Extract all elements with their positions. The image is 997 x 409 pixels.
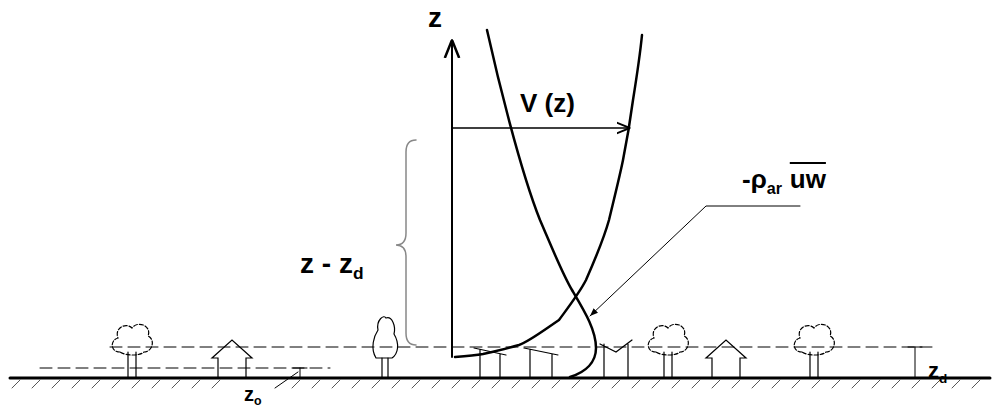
height-brace [396,140,416,345]
house-symbol [706,340,746,378]
symbol-text: V (z) [520,88,575,118]
tree-symbol [794,324,834,378]
zo-label: zo [244,384,262,408]
symbol-text: z [244,383,254,405]
symbol-text: z - z [300,248,353,279]
subscript-text: ar [767,179,782,197]
subscript-text: o [254,394,262,408]
house-symbol [212,340,252,378]
shear-stress-profile [487,30,596,377]
height-label: z - zd [300,250,364,282]
subscript-text: d [353,263,364,283]
tree-symbol [373,317,398,378]
symbol-text: uw [790,164,826,194]
zo-dimension [293,368,307,378]
velocity-arrow [452,127,630,129]
ground-hatch [12,380,980,388]
axis-label: z [428,4,442,32]
zo-leader-line [275,372,298,388]
zo-level-line [40,368,330,369]
zd-label: zd [928,360,947,385]
shed-symbol [524,348,558,378]
zd-level-line [110,347,935,348]
shed-symbol [474,348,506,378]
stress-label: -ρaruw [742,166,826,196]
symbol-text: z [428,2,442,33]
symbol-text: -ρ [742,164,767,194]
tree-symbol [648,324,688,378]
shed-symbol [600,340,632,378]
symbol-text: z [928,358,939,383]
z-axis [451,40,453,357]
velocity-profile [455,35,642,357]
velocity-label: V (z) [520,90,575,116]
zd-dimension [908,347,922,378]
subscript-text: d [939,371,947,386]
stress-leader-line [590,206,800,316]
tree-symbol [112,324,152,378]
